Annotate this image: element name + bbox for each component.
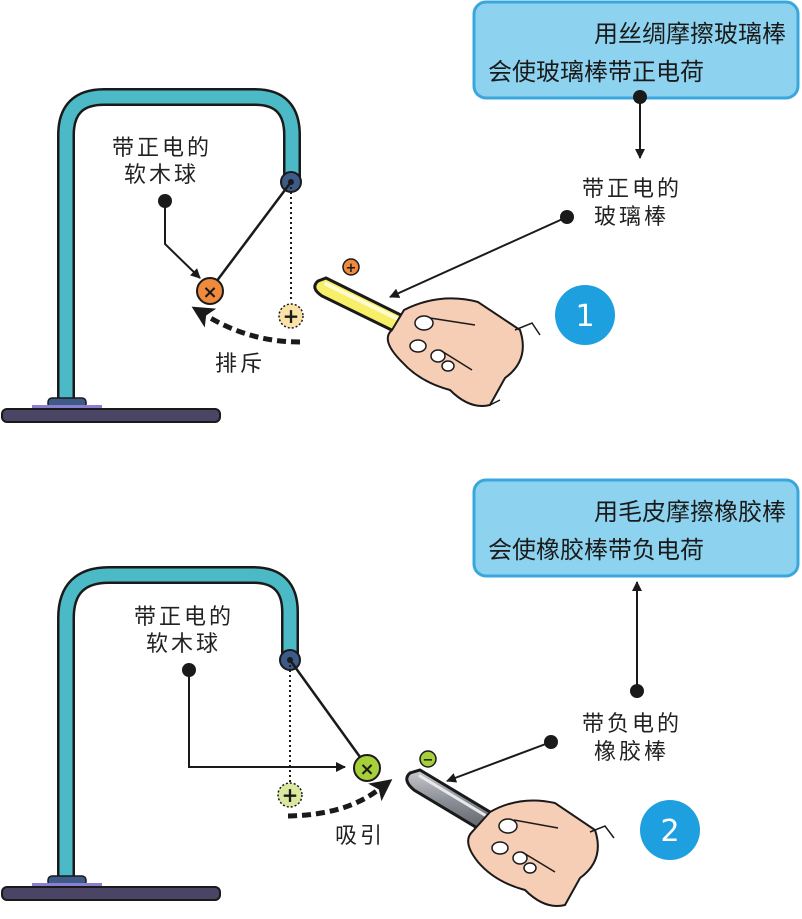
panel-number-1: 1 bbox=[575, 299, 594, 334]
panel-number-2: 2 bbox=[660, 814, 679, 849]
panel-number-badge-1 bbox=[555, 285, 615, 345]
panel-number-badge-2 bbox=[640, 800, 700, 860]
info-box-1: 用丝绸摩擦玻璃棒 会使玻璃棒带正电荷 bbox=[472, 0, 800, 100]
rod-label-2-arrow bbox=[446, 741, 552, 783]
stand-1-base bbox=[1, 408, 221, 423]
stand-1 bbox=[1, 88, 302, 423]
repel-arrow bbox=[191, 306, 301, 345]
rod-charge-2 bbox=[419, 750, 437, 768]
cork-ball-2 bbox=[353, 754, 381, 782]
stand-2-base bbox=[1, 886, 221, 901]
ball-rest-position-2 bbox=[277, 782, 303, 808]
ball-label-1-line1: 带正电的 bbox=[112, 136, 212, 161]
hand-1 bbox=[386, 297, 541, 407]
panel-1: 用丝绸摩擦玻璃棒 会使玻璃棒带正电荷 带正电的 玻璃棒 带正电的 软木球 + bbox=[1, 0, 800, 423]
cork-ball-1-symbol: × bbox=[202, 282, 217, 303]
thread-1 bbox=[215, 181, 292, 283]
hand-2 bbox=[467, 799, 615, 907]
info-box-1-line1: 用丝绸摩擦玻璃棒 bbox=[594, 20, 786, 48]
thread-2 bbox=[288, 659, 362, 758]
cork-ball-1 bbox=[196, 277, 224, 305]
cork-ball-2-symbol: × bbox=[359, 759, 374, 780]
ball-rest-position-1 bbox=[278, 303, 304, 329]
attract-arrow bbox=[287, 779, 393, 819]
ball-rest-symbol-2: + bbox=[282, 783, 299, 807]
ball-label-1-line2: 软木球 bbox=[124, 163, 199, 188]
rod-label-2-line1: 带负电的 bbox=[582, 712, 682, 737]
ball-label-2-line1: 带正电的 bbox=[134, 605, 234, 630]
ball-label-2-line2: 软木球 bbox=[146, 632, 221, 657]
ball-label-2-arrow bbox=[188, 670, 346, 772]
rod-charge-1-symbol: + bbox=[346, 261, 357, 276]
rod-label-1-line1: 带正电的 bbox=[582, 177, 682, 202]
rod-charge-1 bbox=[342, 258, 360, 276]
rod-label-2-line2: 橡胶棒 bbox=[594, 740, 669, 765]
ball-rest-symbol-1: + bbox=[283, 304, 300, 328]
panel-2: 用毛皮摩擦橡胶棒 会使橡胶棒带负电荷 带负电的 橡胶棒 带正电的 软木球 + bbox=[1, 478, 800, 907]
info-box-2-line1: 用毛皮摩擦橡胶棒 bbox=[594, 498, 786, 526]
motion-label-1: 排斥 bbox=[215, 352, 265, 377]
info-box-2: 用毛皮摩擦橡胶棒 会使橡胶棒带负电荷 bbox=[472, 478, 800, 578]
rod-charge-2-symbol: − bbox=[423, 753, 434, 768]
motion-label-2: 吸引 bbox=[335, 824, 385, 849]
rod-label-1-line2: 玻璃棒 bbox=[594, 205, 669, 230]
info-box-2-line2: 会使橡胶棒带负电荷 bbox=[488, 536, 704, 564]
ball-label-1-arrow bbox=[164, 201, 201, 279]
info-box-1-line2: 会使玻璃棒带正电荷 bbox=[488, 58, 704, 86]
rod-label-1-arrow bbox=[389, 216, 568, 298]
